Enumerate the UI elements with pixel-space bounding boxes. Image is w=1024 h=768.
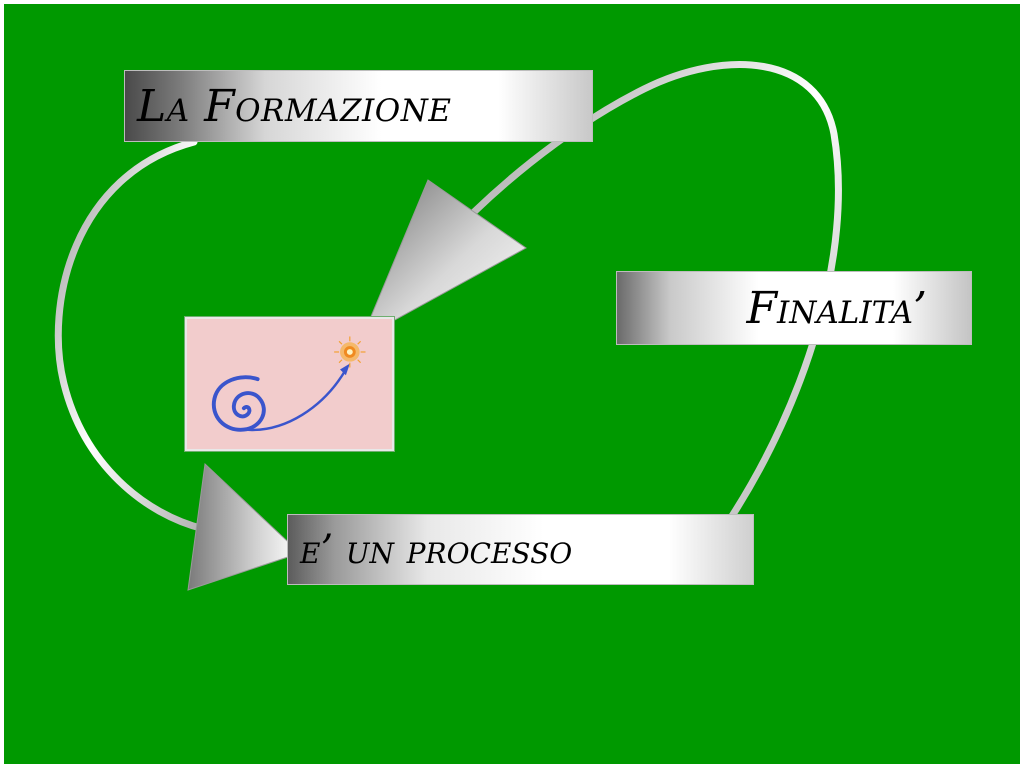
slide: La Formazione Finalita’ e’ un processo <box>4 4 1020 764</box>
loop-arc-left <box>54 138 208 533</box>
spiral-tail <box>242 368 348 432</box>
node-finalita: Finalita’ <box>616 271 972 345</box>
spiral-to-sun-icon <box>184 316 395 452</box>
node-finalita-label: Finalita’ <box>746 282 927 334</box>
node-processo-label: e’ un processo <box>300 526 573 573</box>
node-formazione-label: La Formazione <box>137 80 452 132</box>
spiral-tail-arrowhead <box>340 363 350 376</box>
node-processo: e’ un processo <box>287 514 754 585</box>
sun-shape <box>334 336 366 368</box>
arrowhead-to-processo <box>187 462 301 591</box>
node-formazione: La Formazione <box>124 70 593 142</box>
arrowhead-to-picture <box>360 179 527 340</box>
spiral-shape <box>211 375 266 432</box>
